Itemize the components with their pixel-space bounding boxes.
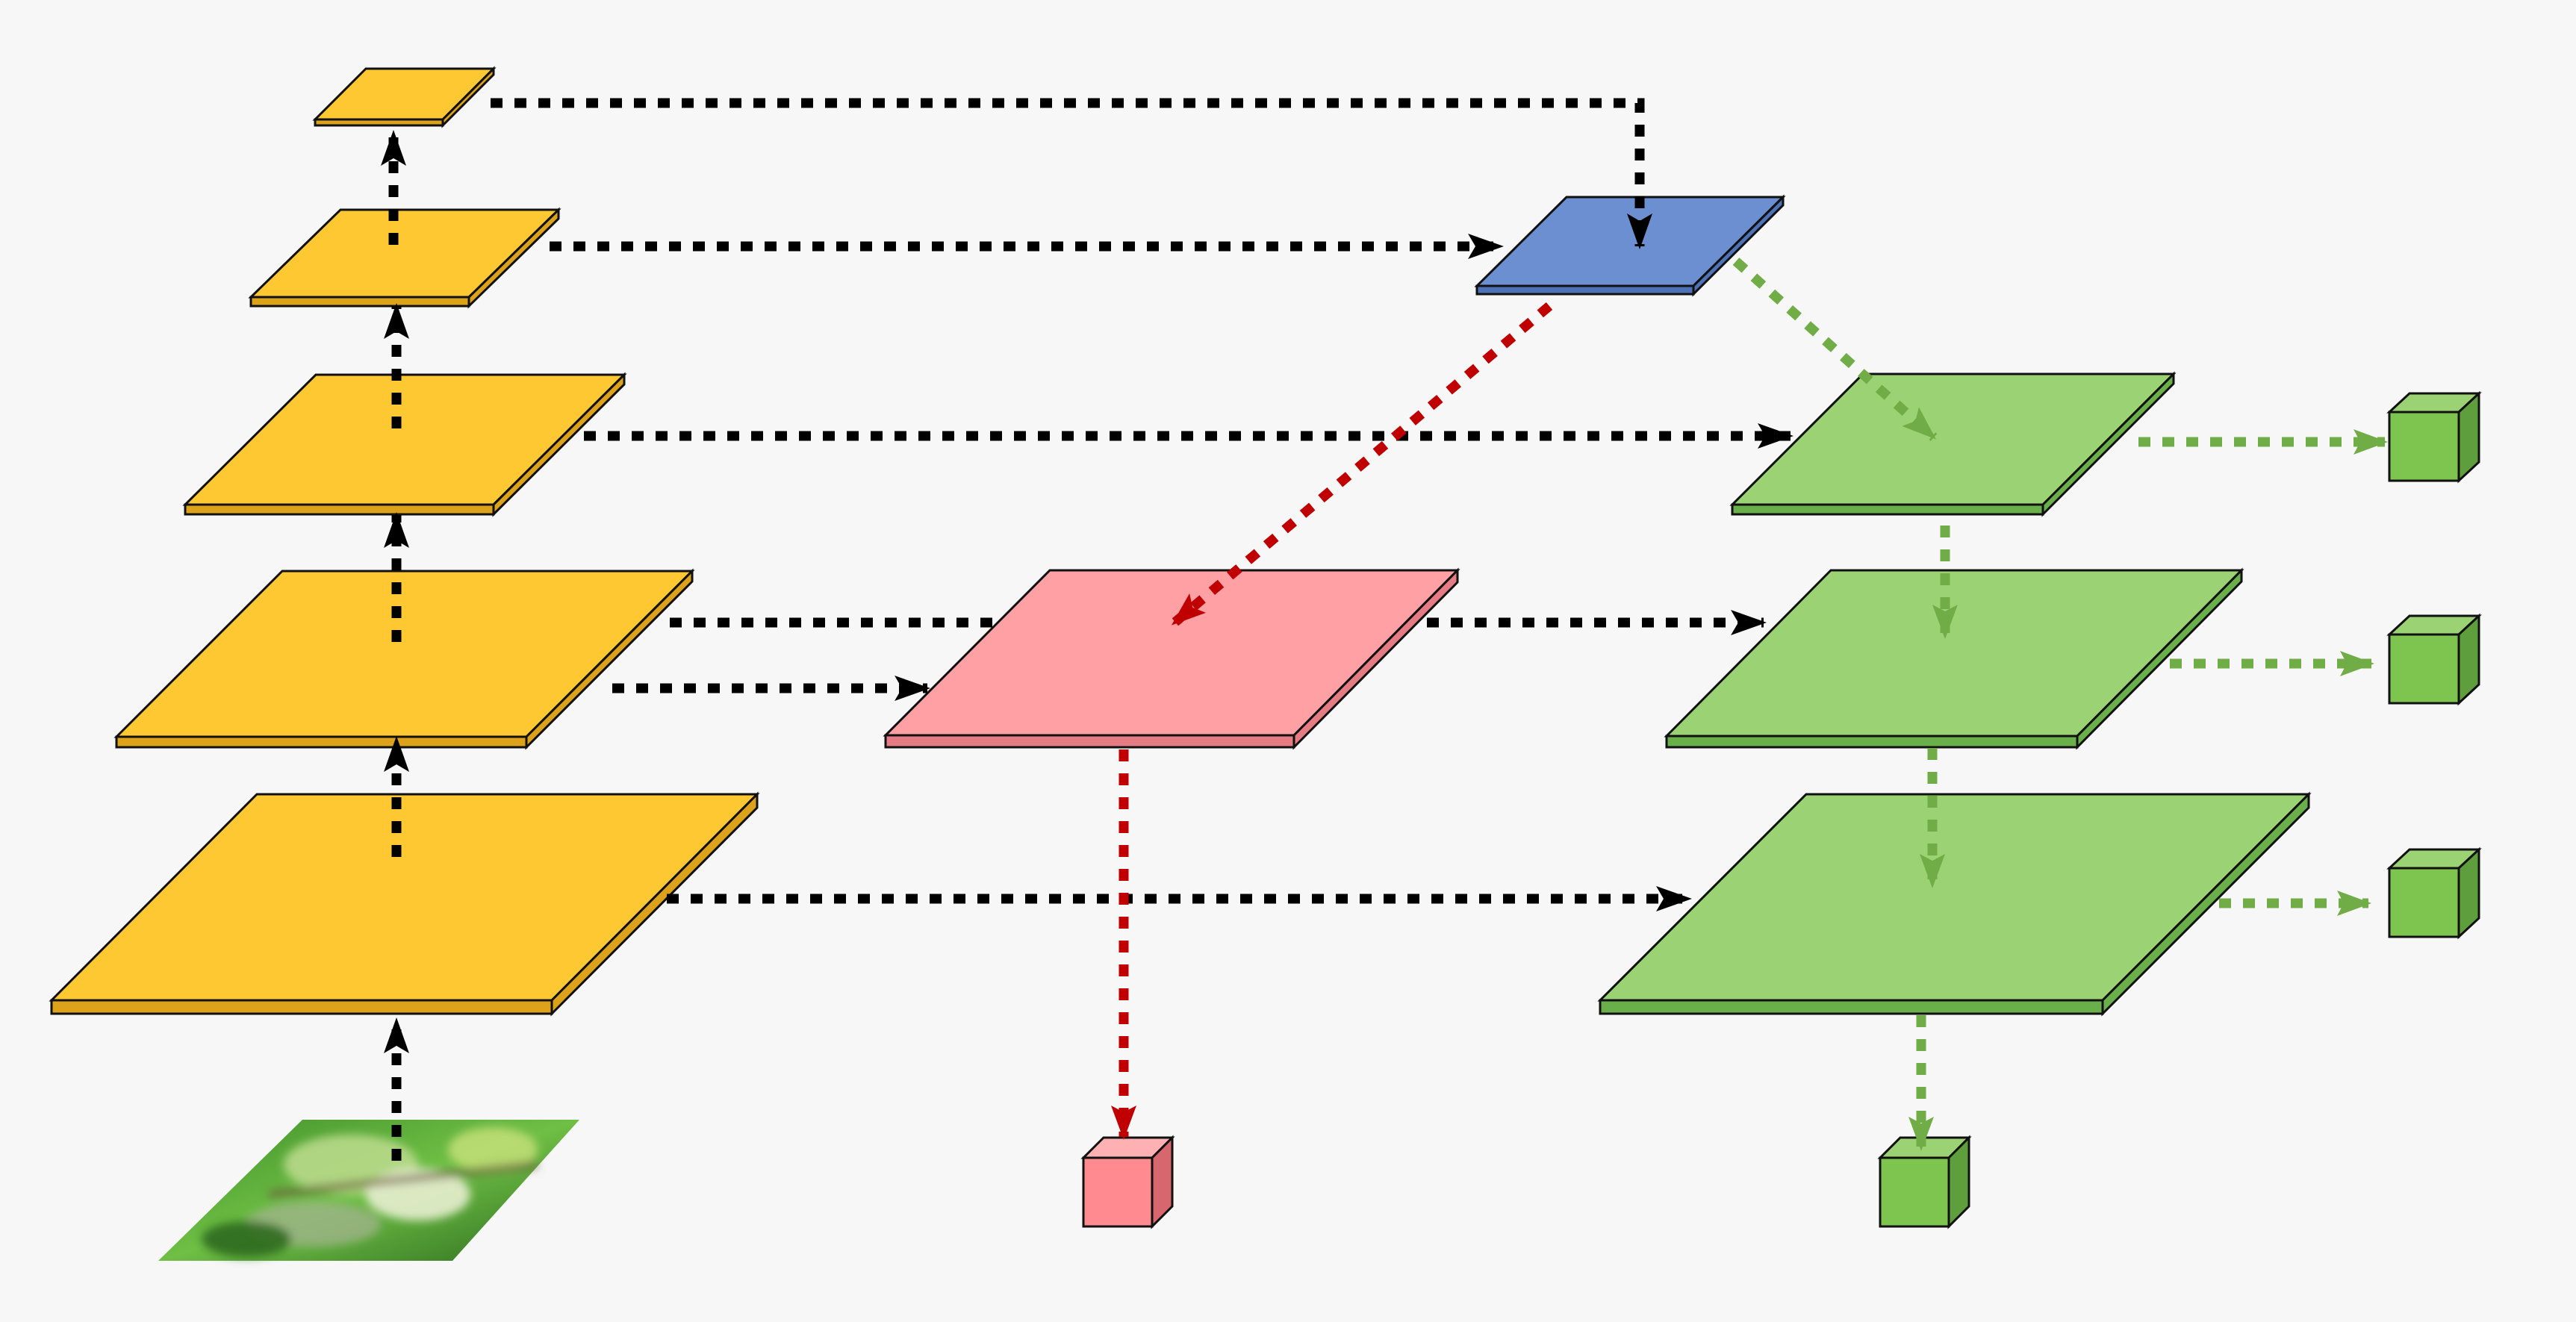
output-cube-icon xyxy=(1083,1138,1172,1226)
output-cube-icon xyxy=(1880,1138,1969,1226)
output-cube-icon xyxy=(2389,849,2479,937)
output-cube-icon xyxy=(2389,393,2479,481)
output-cube-icon xyxy=(2389,616,2479,703)
